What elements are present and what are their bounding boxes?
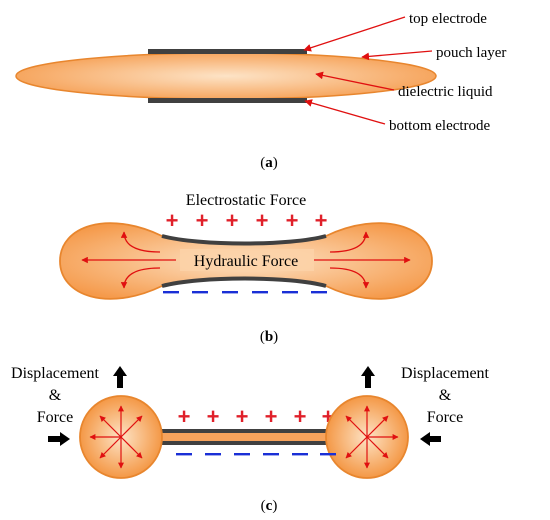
hydraulic-arrows bbox=[81, 231, 411, 289]
right-radial-pressure-arrows bbox=[345, 405, 399, 469]
panel-c: Displacement & Force Displacement & Forc… bbox=[11, 365, 490, 514]
left-displacement-label: Displacement bbox=[11, 365, 100, 382]
pointer-pouch-layer bbox=[361, 50, 433, 61]
left-right-arrow-icon bbox=[48, 432, 70, 446]
plus-sign: + bbox=[226, 208, 239, 233]
label-bottom-electrode: bottom electrode bbox=[389, 118, 491, 134]
right-up-arrow-icon bbox=[361, 366, 375, 388]
plus-sign: + bbox=[265, 404, 278, 429]
plus-row-b: + + + + + + bbox=[166, 208, 328, 233]
hydraulic-label-bg bbox=[180, 249, 314, 271]
plus-sign: + bbox=[196, 208, 209, 233]
minus-row-c bbox=[176, 453, 336, 456]
plus-sign: + bbox=[315, 208, 328, 233]
label-dielectric-liquid: dielectric liquid bbox=[398, 84, 493, 100]
plus-sign: + bbox=[166, 208, 179, 233]
bottom-electrode bbox=[148, 98, 307, 103]
pointer-bottom-electrode bbox=[304, 99, 386, 125]
label-electrostatic-force: Electrostatic Force bbox=[186, 192, 306, 209]
panel-a: top electrode pouch layer dielectric liq… bbox=[15, 11, 506, 171]
top-electrode bbox=[148, 49, 307, 54]
right-ampersand: & bbox=[439, 387, 452, 404]
plus-sign: + bbox=[178, 404, 191, 429]
pouch-ellipse bbox=[15, 52, 437, 100]
caption-b: (b) bbox=[260, 329, 278, 345]
right-force-label: Force bbox=[427, 409, 463, 426]
plus-row-c: + + + + + + bbox=[178, 404, 335, 429]
plus-sign: + bbox=[294, 404, 307, 429]
top-electrode-b bbox=[161, 234, 327, 246]
zipped-strip bbox=[160, 432, 332, 442]
label-top-electrode: top electrode bbox=[409, 11, 487, 27]
pointer-top-electrode bbox=[303, 16, 406, 52]
bottom-electrode-b bbox=[161, 276, 327, 288]
caption-c: (c) bbox=[261, 498, 278, 514]
label-hydraulic-force: Hydraulic Force bbox=[194, 253, 298, 270]
left-radial-pressure-arrows bbox=[89, 405, 143, 469]
plus-sign: + bbox=[256, 208, 269, 233]
left-up-arrow-icon bbox=[113, 366, 127, 388]
left-ampersand: & bbox=[49, 387, 62, 404]
bottom-electrode-c bbox=[160, 441, 332, 445]
panel-b: Electrostatic Force + + + + + + Hydrauli… bbox=[59, 192, 433, 345]
top-electrode-c bbox=[160, 429, 332, 433]
caption-a: (a) bbox=[260, 155, 278, 171]
plus-sign: + bbox=[207, 404, 220, 429]
plus-sign: + bbox=[236, 404, 249, 429]
right-displacement-label: Displacement bbox=[401, 365, 490, 382]
plus-sign: + bbox=[286, 208, 299, 233]
pointer-dielectric-liquid bbox=[315, 71, 395, 91]
left-force-label: Force bbox=[37, 409, 73, 426]
right-left-arrow-icon bbox=[420, 432, 441, 446]
label-pouch-layer: pouch layer bbox=[436, 45, 506, 61]
minus-row-b bbox=[163, 291, 327, 294]
